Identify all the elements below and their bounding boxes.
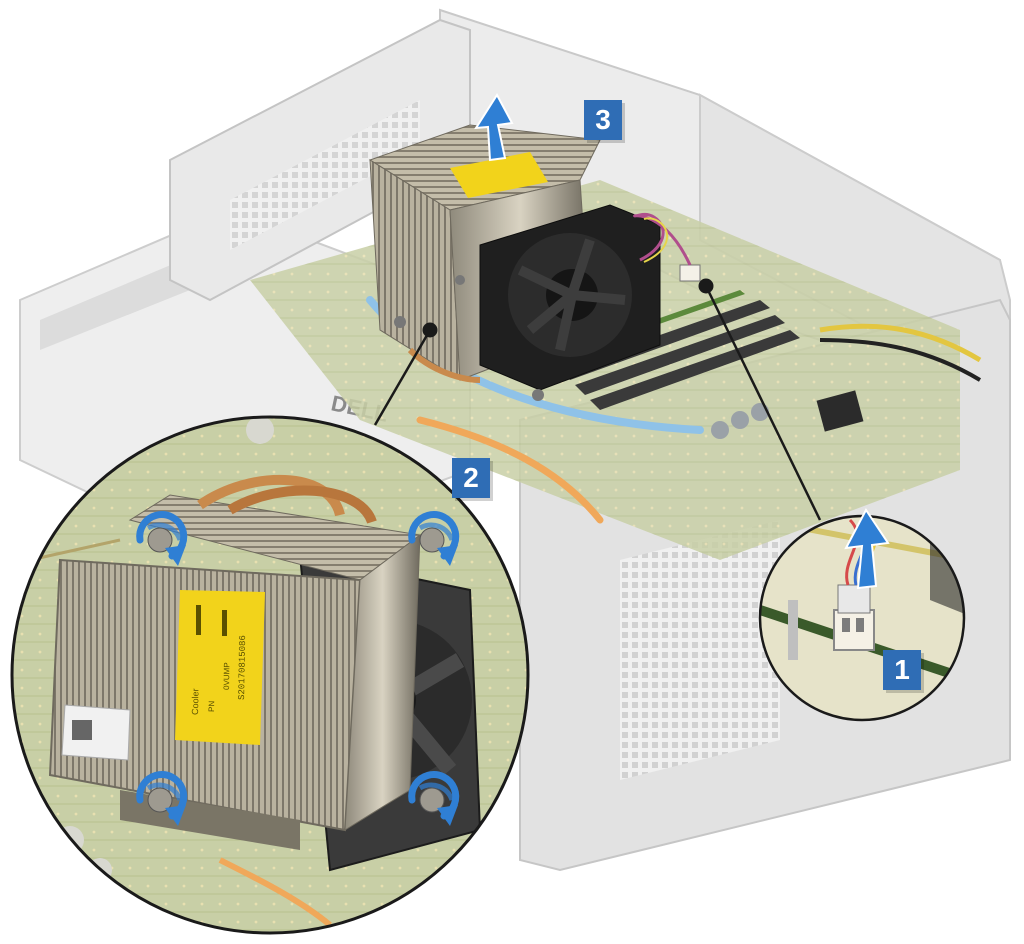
power-cable-yellow [819,323,982,363]
rotate-arrow-icon [408,511,460,566]
heatsink-screws-callout: Cooler PN 0VUMP S20170815086 [12,417,528,933]
callout-line-heatsink [373,322,438,426]
step-3-badge: 3 [584,100,622,140]
fan-connector [679,264,701,282]
label-part-number: 0VUMP [222,662,231,690]
heatsink-label: Cooler PN 0VUMP S20170815086 [175,590,265,745]
step-2-badge: 2 [452,458,490,498]
heatsink-screws-callout-ring [10,415,530,935]
label-serial: S20170815086 [237,635,248,700]
rotate-arrow-icon [136,771,188,826]
orange-cable [416,416,604,524]
qr-sticker [61,704,131,761]
callout-line-connector [698,278,822,521]
lift-arrow-icon [474,93,514,162]
rotate-arrow-icon [136,511,188,566]
rotate-arrow-icon [408,771,460,826]
step-1-badge: 1 [883,650,921,690]
label-pn: PN [207,701,216,712]
heatsink-fan-assembly [368,124,692,401]
power-cable-black [819,338,982,382]
chipset [816,390,864,432]
label-brand: Cooler [190,688,200,715]
disconnect-arrow-icon [844,508,890,590]
